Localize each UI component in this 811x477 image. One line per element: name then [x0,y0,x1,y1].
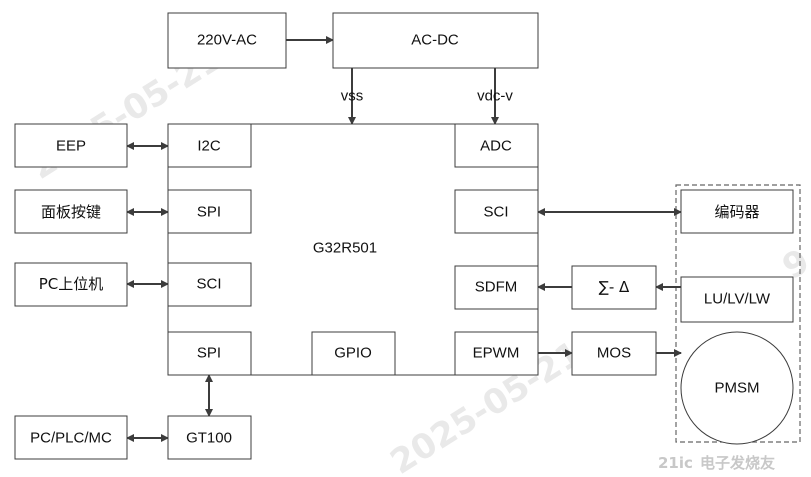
ac-source-label: 220V-AC [197,32,257,49]
spi-port-bottom [167,331,252,376]
mcu-label: G32R501 [313,240,377,257]
sigma-delta-block [571,265,657,310]
encoder-block [680,189,794,234]
logo-text: 电子发烧友 [700,454,775,472]
pc-host-block [14,262,128,307]
connections [126,36,682,442]
sci-port-left-label: SCI [196,276,221,293]
logo-mark: 21ic [658,454,693,472]
sigma-delta-label: ∑- Δ [599,278,630,296]
ac-dc-label: AC-DC [411,32,459,49]
sci-port-right [454,189,539,234]
adc-port [454,123,539,168]
eep-block [14,123,128,168]
sci-port-right-label: SCI [483,204,508,221]
mos-block [571,331,657,376]
site-logo: 21ic 电子发烧友 [658,454,775,472]
panel-keys-label: 面板按键 [41,203,101,221]
sdfm-port-label: SDFM [475,279,518,296]
adc-port-label: ADC [480,138,512,155]
vss-signal-label: vss [341,88,364,105]
i2c-port [167,123,252,168]
gpio-port [311,331,396,376]
pc-host-label: PC上位机 [39,275,104,293]
pc-plc-mc-block [14,415,128,460]
encoder-label: 编码器 [714,203,759,221]
epwm-port-label: EPWM [473,345,520,362]
gt100-label: GT100 [186,430,232,447]
panel-keys-block [14,189,128,234]
sdfm-port [454,265,539,310]
spi-port-top-label: SPI [197,204,221,221]
phase-sense-label: LU/LV/LW [704,291,771,308]
i2c-port-label: I2C [197,138,221,155]
pc-plc-mc-label: PC/PLC/MC [30,430,112,447]
spi-port-top [167,189,252,234]
sci-port-left [167,262,252,307]
spi-port-bottom-label: SPI [197,345,221,362]
epwm-port [454,331,539,376]
mos-label: MOS [597,345,631,362]
ac-dc-block [332,12,539,69]
phase-sense-block [680,276,794,323]
pmsm-label: PMSM [715,380,760,397]
gt100-block [167,415,252,460]
pmsm-motor [680,331,794,445]
vdc-signal-label: vdc-v [477,88,513,105]
eep-label: EEP [56,138,86,155]
ac-source-block [167,12,287,69]
gpio-port-label: GPIO [334,345,372,362]
